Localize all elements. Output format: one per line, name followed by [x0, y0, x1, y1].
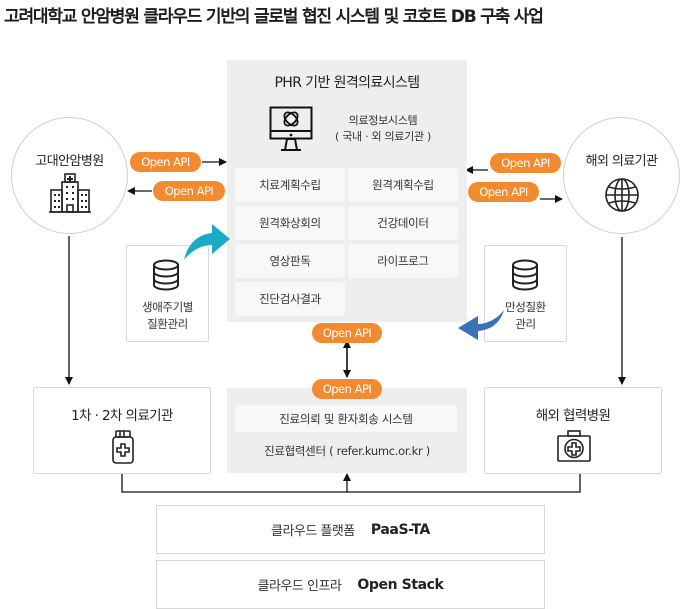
open-api-badge-center-bottom: Open API	[312, 379, 382, 399]
function-cell: 영상판독	[235, 244, 345, 278]
medical-info-system-label: 의료정보시스템 ( 국내 · 외 의료기관 )	[318, 113, 448, 145]
function-cell: 원격화상회의	[235, 206, 345, 240]
lifecycle-db-line2: 질환관리	[147, 317, 188, 331]
monitor-icon	[269, 106, 313, 151]
referral-system-label: 진료의뢰 및 환자회송 시스템	[235, 405, 457, 432]
globe-icon	[605, 178, 639, 212]
anam-hospital-node	[11, 117, 128, 234]
page-title: 고려대학교 안암병원 클라우드 기반의 글로벌 협진 시스템 및 코호트 DB …	[4, 7, 544, 27]
cloud-infra-layer: 클라우드 인프라 Open Stack	[156, 560, 545, 609]
open-api-badge-right-in: Open API	[490, 153, 561, 173]
function-cell: 건강데이터	[348, 206, 458, 240]
chronic-db-line2: 관리	[515, 317, 536, 331]
anam-hospital-label: 고대안암병원	[35, 154, 104, 169]
mis-line2: ( 국내 · 외 의료기관 )	[335, 130, 431, 143]
database-icon	[153, 259, 179, 291]
blue-curved-arrow-icon	[458, 310, 504, 340]
cloud-platform-value: PaaS-TA	[370, 521, 431, 538]
overseas-partner-label: 해외 협력병원	[535, 408, 611, 424]
open-api-badge-left-in: Open API	[153, 181, 225, 201]
mis-line1: 의료정보시스템	[348, 114, 418, 127]
open-api-badge-center-top: Open API	[312, 323, 382, 343]
phr-system-title: PHR 기반 원격의료시스템	[274, 75, 420, 91]
chronic-db-line1: 만성질환	[505, 300, 546, 314]
chronic-db-label: 만성질환 관리	[484, 299, 567, 333]
database-icon	[512, 259, 538, 291]
cloud-platform-label: 클라우드 플랫폼	[271, 524, 355, 539]
open-api-badge-left-out: Open API	[130, 152, 201, 172]
cloud-infra-label: 클라우드 인프라	[257, 579, 342, 594]
lifecycle-db-label: 생애주기별 질환관리	[126, 299, 209, 333]
medicine-bottle-icon	[112, 430, 134, 464]
function-cell: 라이프로그	[348, 244, 458, 278]
cloud-infra-value: Open Stack	[357, 576, 444, 593]
cyan-curved-arrow-icon	[184, 224, 230, 260]
function-cell: 원격계획수립	[348, 168, 458, 202]
overseas-institution-node	[563, 117, 680, 234]
open-api-badge-right-out: Open API	[468, 182, 539, 202]
function-cell: 치료계획수립	[235, 168, 345, 202]
lifecycle-db-line1: 생애주기별	[142, 300, 193, 314]
primary-secondary-label: 1차 · 2차 의료기관	[71, 408, 173, 424]
bottom-connector	[121, 473, 581, 493]
function-cell: 진단검사결과	[235, 282, 345, 316]
hospital-building-icon	[49, 173, 91, 213]
referral-center-link[interactable]: 진료협력센터 ( refer.kumc.or.kr )	[264, 444, 430, 458]
overseas-institution-label: 해외 의료기관	[585, 154, 658, 169]
cloud-platform-layer: 클라우드 플랫폼 PaaS-TA	[156, 505, 545, 554]
first-aid-kit-icon	[557, 430, 591, 462]
